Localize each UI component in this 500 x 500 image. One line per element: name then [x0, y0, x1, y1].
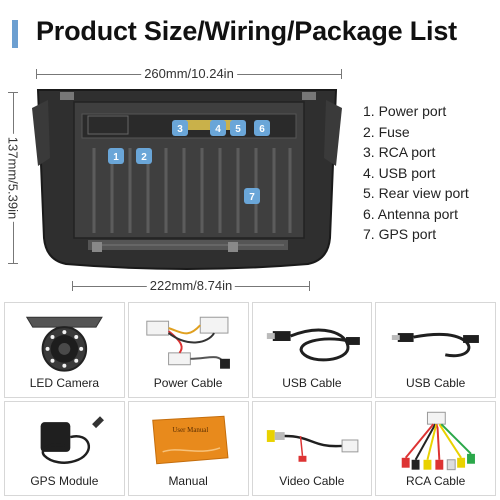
marker-3-badge	[172, 120, 188, 136]
usb-cable-icon	[392, 332, 480, 358]
marker-1-badge	[108, 148, 124, 164]
package-label: Power Cable	[153, 375, 223, 390]
package-list: LED Camera Power Cable USB Cable	[4, 302, 496, 496]
dimension-top-width: 260mm/10.24in	[36, 66, 342, 81]
package-label: GPS Module	[30, 474, 99, 488]
marker-7-badge	[244, 188, 260, 204]
port-item: 6. Antenna port	[363, 205, 458, 222]
port-item: 2. Fuse	[363, 123, 410, 140]
page-title: Product Size/Wiring/Package List	[36, 16, 457, 46]
marker-6-badge	[254, 120, 270, 136]
package-label: USB Cable	[282, 375, 342, 390]
package-item-led-camera: LED Camera	[4, 302, 125, 398]
package-item-gps-module: GPS Module	[4, 400, 125, 496]
accent-bar	[12, 20, 18, 48]
marker-1: 1	[113, 152, 119, 163]
power-cable-icon	[146, 316, 230, 369]
marker-2: 2	[141, 152, 147, 163]
port-item: 4. USB port	[363, 164, 436, 181]
led-camera-icon	[25, 316, 103, 372]
marker-5: 5	[235, 124, 241, 135]
package-item-rca-cable: RCA Cable	[375, 400, 496, 496]
package-item-power-cable: Power Cable	[127, 302, 249, 398]
dimension-height-label: 137mm/5.39in	[5, 133, 21, 223]
port-item: 5. Rear view port	[363, 185, 469, 201]
gps-module-icon	[40, 415, 104, 464]
marker-5-badge	[230, 120, 246, 136]
port-list: 1. Power port 2. Fuse 3. RCA port 4. USB…	[363, 101, 469, 245]
package-label: RCA Cable	[405, 474, 466, 488]
marker-4: 4	[215, 124, 221, 135]
header: Product Size/Wiring/Package List	[0, 0, 500, 62]
package-label: LED Camera	[29, 375, 100, 390]
package-item-usb-cable-1: USB Cable	[251, 302, 373, 398]
marker-3: 3	[177, 124, 183, 135]
package-item-video-cable: Video Cable	[251, 400, 373, 496]
package-label: USB Cable	[405, 375, 466, 390]
dimension-bottom-width: 222mm/8.74in	[72, 278, 310, 293]
marker-4-badge	[210, 120, 226, 136]
port-item: 3. RCA port	[363, 144, 436, 160]
dimension-bottom-width-label: 222mm/8.74in	[146, 278, 236, 293]
marker-7: 7	[249, 192, 255, 203]
dimension-height: 137mm/5.39in	[5, 92, 21, 264]
dimension-top-width-label: 260mm/10.24in	[141, 66, 237, 81]
package-item-manual: User Manual Manual	[127, 400, 249, 496]
manual-icon: User Manual	[151, 415, 229, 464]
rca-cable-icon	[401, 411, 476, 470]
package-label: Video Cable	[279, 474, 345, 488]
marker-2-badge	[136, 148, 152, 164]
port-item: 1. Power port	[363, 103, 447, 119]
head-unit-frame: 1 2 3 4 5 6 7	[32, 88, 342, 274]
package-label: Manual	[168, 474, 208, 488]
manual-cover-title: User Manual	[172, 427, 208, 434]
port-item: 7. GPS port	[363, 226, 437, 242]
head-unit-drawing: 1 2 3 4 5 6 7	[32, 89, 342, 270]
usb-cable-icon	[266, 328, 360, 362]
video-cable-icon	[266, 429, 358, 462]
package-item-usb-cable-2: USB Cable	[375, 302, 496, 398]
marker-6: 6	[259, 124, 265, 135]
